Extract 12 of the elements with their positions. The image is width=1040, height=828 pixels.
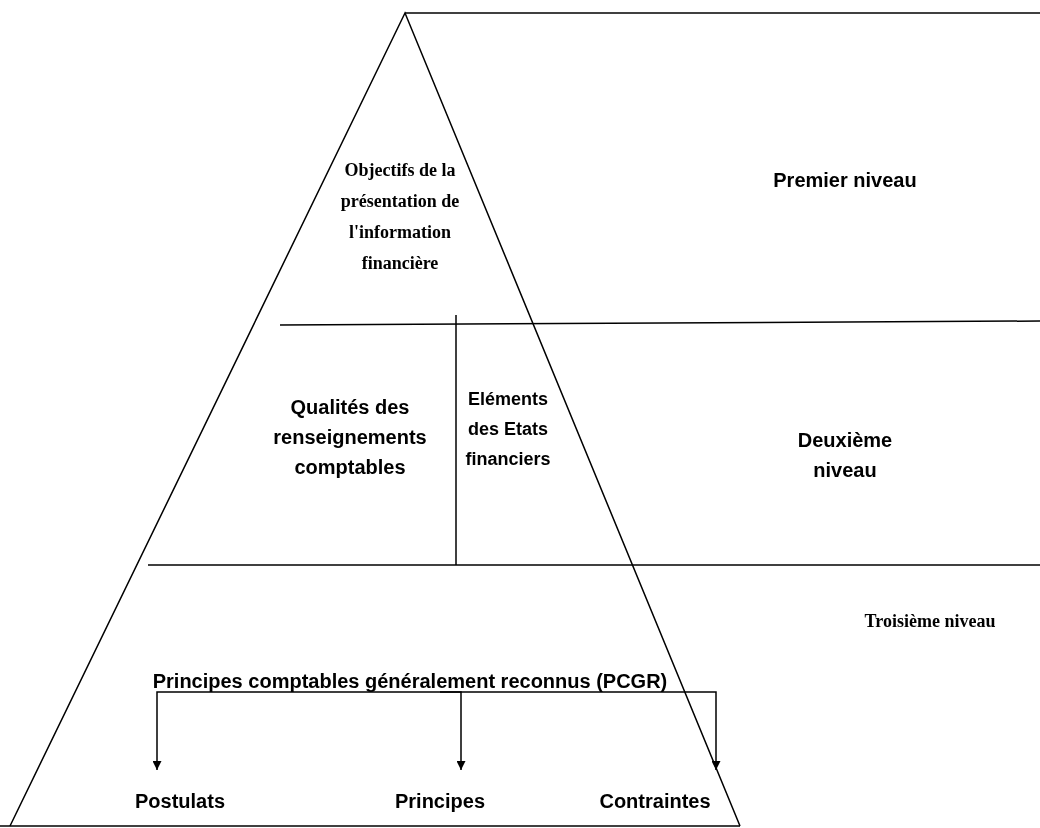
node-label: Eléments des Etats financiers (458, 384, 558, 504)
node-label: Contraintes (595, 770, 715, 816)
node-label: Qualités des renseignements comptables (250, 392, 450, 482)
node-label: Principes comptables généralement reconnus (PCGR) (110, 666, 710, 692)
node-label: Postulats (105, 770, 255, 816)
node-label: Objectifs de la présentation de l'information financière (330, 155, 470, 283)
arrow (439, 691, 721, 771)
node-label: Principes (380, 770, 500, 816)
arrow (152, 691, 441, 771)
level-label: Deuxième niveau (796, 428, 894, 483)
level-label: Premier niveau (772, 168, 918, 193)
level-label: Troisième niveau (863, 610, 997, 633)
